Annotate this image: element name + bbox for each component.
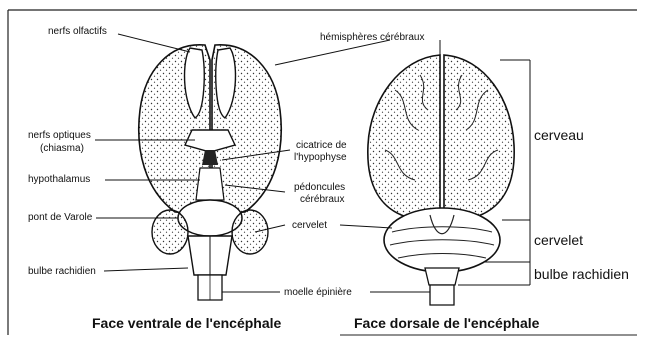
dorsal-right-hemisphere — [444, 55, 514, 220]
label-chiasma: (chiasma) — [40, 143, 84, 154]
label-bulbe-big: bulbe rachidien — [534, 266, 629, 282]
label-bulbe-small: bulbe rachidien — [28, 266, 96, 277]
label-hypophyse: l'hypophyse — [294, 152, 347, 163]
dorsal-brain — [368, 55, 514, 305]
label-cicatrice: cicatrice de — [296, 140, 347, 151]
label-pont-varole: pont de Varole — [28, 212, 93, 223]
caption-dorsal: Face dorsale de l'encéphale — [354, 315, 540, 331]
label-cerveau: cerveau — [534, 127, 584, 143]
label-nerfs-optiques: nerfs optiques — [28, 130, 91, 141]
dorsal-left-hemisphere — [368, 55, 440, 220]
ventral-brain — [139, 45, 281, 300]
peduncles — [196, 168, 224, 200]
ventral-cerebellum-right — [232, 210, 268, 254]
label-moelle: moelle épinière — [284, 287, 352, 298]
caption-ventral: Face ventrale de l'encéphale — [92, 315, 282, 331]
label-pedoncules: pédoncules — [294, 182, 345, 193]
label-hypothalamus: hypothalamus — [28, 174, 90, 185]
label-nerfs-olfactifs: nerfs olfactifs — [48, 26, 107, 37]
label-cervelet-big: cervelet — [534, 232, 583, 248]
dorsal-spinal-cord — [430, 285, 454, 305]
label-hemispheres: hémisphères cérébraux — [320, 32, 425, 43]
label-cerebraux: cérébraux — [300, 194, 344, 205]
dorsal-medulla — [425, 268, 459, 285]
label-cervelet-small: cervelet — [292, 220, 327, 231]
ventral-cerebellum-left — [152, 210, 188, 254]
